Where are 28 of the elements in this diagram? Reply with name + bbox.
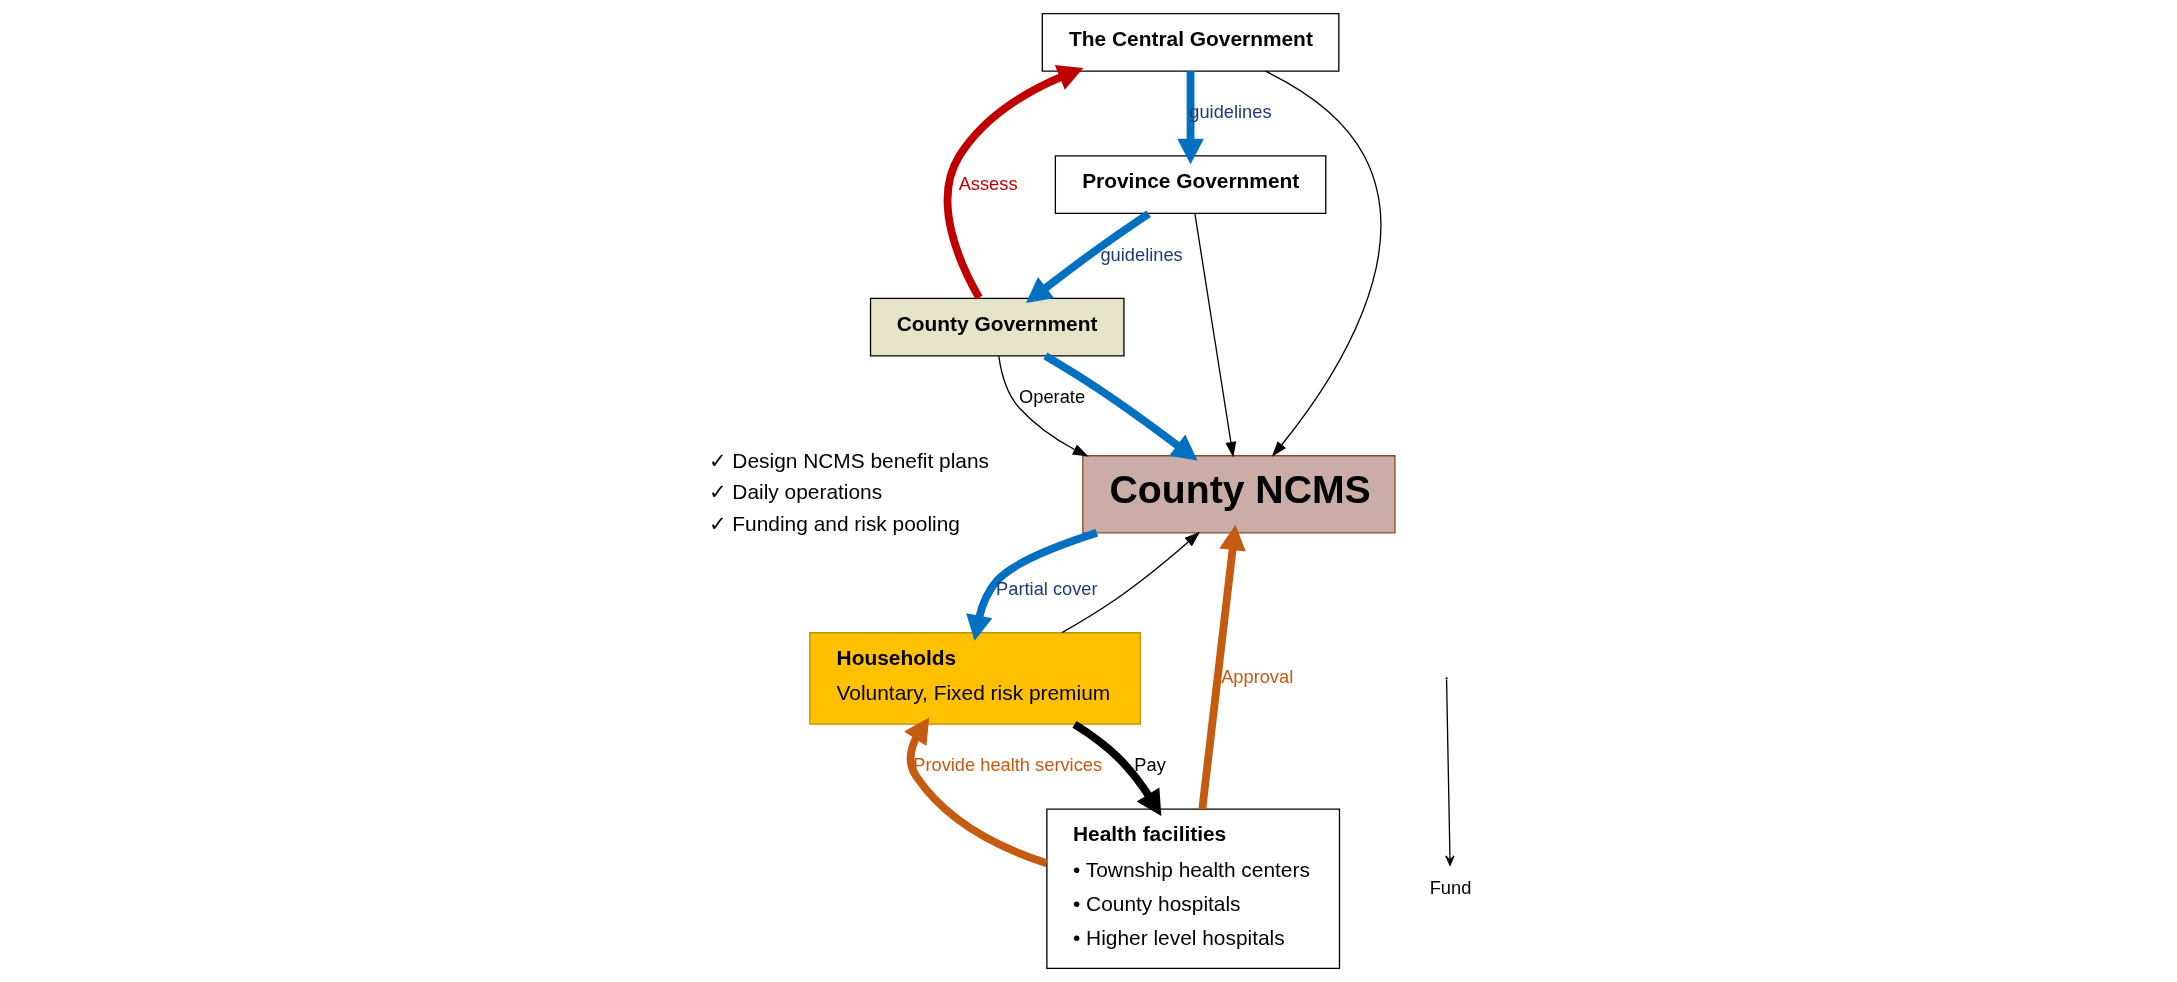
label: ✓ Funding and risk pooling	[708, 511, 960, 535]
node-box: The Central Government	[1041, 12, 1339, 72]
arrow	[1025, 210, 1151, 304]
edge-label: Approval	[1220, 666, 1293, 688]
node-box: Health facilities • Township health centers • County hospitals • Higher level hospitals	[1045, 808, 1340, 970]
node-box: Households Voluntary, Fixed risk premium	[808, 632, 1141, 725]
edge-label: Assess	[958, 172, 1018, 194]
node-box: County Government	[869, 297, 1125, 357]
arrow	[1264, 70, 1381, 457]
edge-label: Pay	[1133, 754, 1166, 776]
arrow	[1176, 71, 1204, 165]
arrow	[1193, 213, 1236, 458]
arrow	[965, 529, 1098, 641]
edge-label: Partial cover	[995, 578, 1098, 600]
label: ✓ Design NCMS benefit plans	[708, 448, 989, 472]
edge-label: guidelines	[1099, 243, 1183, 265]
arrow	[1071, 721, 1161, 817]
arrow	[943, 65, 1083, 300]
arrow	[1197, 524, 1246, 810]
arrow	[903, 717, 1048, 867]
node-box: Province Government	[1054, 155, 1326, 215]
label: ✓ Daily operations	[708, 480, 882, 504]
arrow	[1042, 352, 1197, 461]
arrow	[1060, 531, 1200, 634]
legend-label: Fund	[1429, 876, 1471, 898]
arrow	[997, 355, 1088, 457]
edge-label: Operate	[1018, 386, 1085, 408]
node-box: County NCMS	[1081, 455, 1396, 534]
